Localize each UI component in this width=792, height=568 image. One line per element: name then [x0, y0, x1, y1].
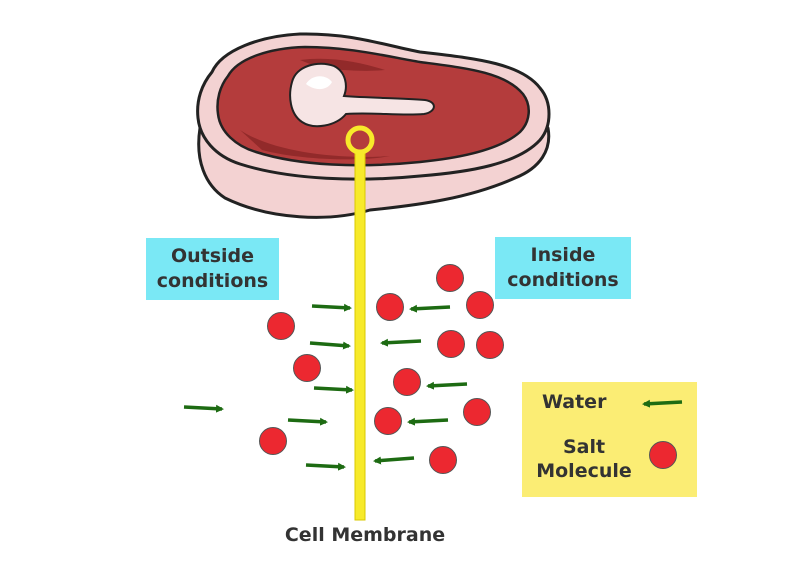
salt-molecule-icon: [376, 293, 404, 321]
salt-molecule-icon: [393, 368, 421, 396]
steak-icon: [196, 32, 551, 219]
water-arrow-icon: [309, 341, 351, 350]
legend-salt-line2: Molecule: [536, 460, 632, 482]
water-arrow-icon: [373, 456, 415, 465]
inside-conditions-label: Inside conditions: [495, 237, 631, 299]
water-arrow-icon: [311, 303, 352, 312]
inside-label-bg: [495, 237, 631, 299]
cell-membrane-label: Cell Membrane: [284, 524, 446, 546]
inside-label-line2: conditions: [507, 269, 619, 291]
legend-water-arrow-icon: [642, 399, 683, 408]
legend-salt-line1: Salt: [562, 436, 606, 458]
water-arrow-icon: [183, 404, 224, 413]
inside-label-line1: Inside: [530, 244, 596, 266]
outside-label-line1: Outside: [170, 245, 255, 267]
salt-molecule-icon: [429, 446, 457, 474]
salt-molecule-icon: [437, 330, 465, 358]
salt-molecule-icon: [476, 331, 504, 359]
outside-label-line2: conditions: [156, 270, 269, 292]
legend-salt-label: Salt Molecule: [536, 435, 632, 483]
membrane-ring-icon: [345, 125, 375, 155]
water-arrow-icon: [426, 381, 468, 390]
water-arrow-icon: [380, 338, 422, 347]
legend: Water Salt Molecule: [522, 382, 697, 497]
salt-molecule-icon: [436, 264, 464, 292]
water-arrow-icon: [305, 462, 346, 471]
legend-water-label: Water: [542, 391, 607, 413]
salt-molecule-icon: [374, 407, 402, 435]
water-arrows: [183, 303, 683, 471]
salt-molecules: [259, 264, 677, 474]
salt-molecule-icon: [259, 427, 287, 455]
salt-molecule-icon: [466, 291, 494, 319]
outside-label-bg: [146, 238, 279, 300]
legend-salt-icon: [649, 441, 677, 469]
salt-molecule-icon: [463, 398, 491, 426]
water-arrow-icon: [313, 385, 354, 394]
water-arrow-icon: [409, 304, 451, 313]
water-arrow-icon: [287, 417, 328, 426]
water-arrow-icon: [407, 417, 449, 426]
cell-membrane-line: [354, 149, 366, 521]
salt-molecule-icon: [293, 354, 321, 382]
salt-molecule-icon: [267, 312, 295, 340]
outside-conditions-label: Outside conditions: [146, 238, 279, 300]
